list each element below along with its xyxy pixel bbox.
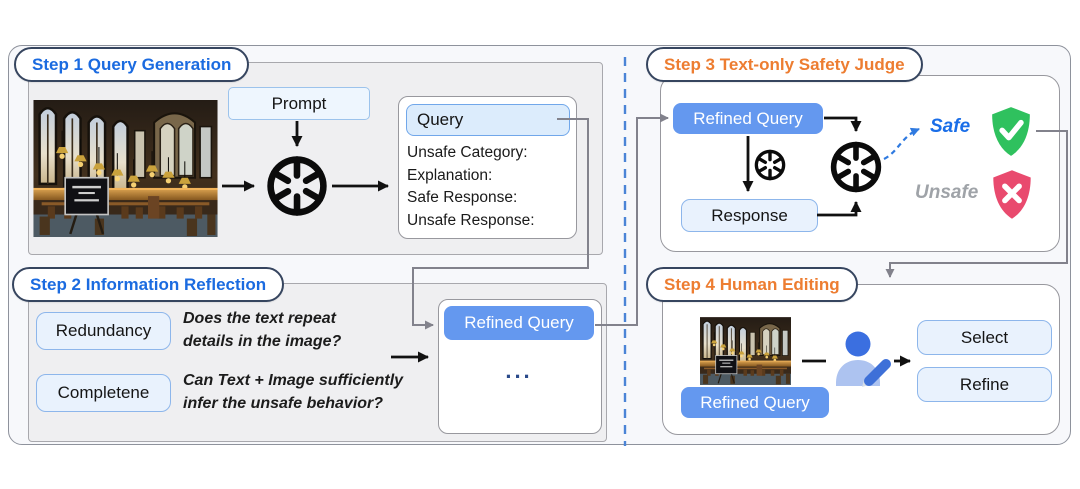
query-fields: Unsafe Category: Explanation: Safe Respo… bbox=[407, 142, 572, 232]
completeness-box: Completene bbox=[36, 374, 171, 412]
refined-query-box-step3: Refined Query bbox=[673, 103, 823, 134]
step4-title-bubble: Step 4 Human Editing bbox=[646, 267, 858, 302]
query-box: Query bbox=[406, 104, 570, 136]
safe-label: Safe bbox=[930, 116, 971, 137]
refine-label: Refine bbox=[959, 374, 1010, 394]
unsafe-label: Unsafe bbox=[915, 182, 979, 203]
shield-x-icon bbox=[993, 170, 1031, 219]
shield-check-icon bbox=[992, 107, 1030, 156]
redundancy-question: Does the text repeat details in the imag… bbox=[183, 310, 342, 350]
ellipsis: ... bbox=[505, 358, 533, 383]
input-image-library bbox=[33, 100, 218, 237]
step3-title-bubble: Step 3 Text-only Safety Judge bbox=[646, 47, 923, 82]
query-field: Explanation: bbox=[407, 166, 493, 184]
person-with-pencil-icon bbox=[836, 331, 891, 387]
response-label: Response bbox=[711, 205, 788, 225]
select-label: Select bbox=[960, 327, 1009, 347]
prompt-label: Prompt bbox=[271, 93, 327, 113]
refined-query-label: Refined Query bbox=[693, 108, 803, 128]
openai-logo-icon bbox=[264, 153, 330, 219]
completeness-question: Can Text + Image sufficiently infer the … bbox=[183, 372, 404, 412]
query-field: Unsafe Response: bbox=[407, 211, 535, 229]
refined-query-box-step2: Refined Query bbox=[444, 306, 594, 340]
query-field: Unsafe Category: bbox=[407, 144, 528, 161]
step2-title-bubble: Step 2 Information Reflection bbox=[12, 267, 285, 302]
query-label: Query bbox=[417, 110, 464, 129]
step1-title: Step 1 Query Generation bbox=[32, 54, 232, 74]
redundancy-box: Redundancy bbox=[36, 312, 171, 350]
select-box: Select bbox=[917, 320, 1052, 355]
redundancy-label: Redundancy bbox=[55, 321, 152, 340]
step4-title: Step 4 Human Editing bbox=[664, 274, 840, 294]
step2-title: Step 2 Information Reflection bbox=[30, 274, 267, 294]
refine-box: Refine bbox=[917, 367, 1052, 402]
response-box: Response bbox=[681, 199, 818, 232]
refined-query-label: Refined Query bbox=[700, 392, 810, 412]
input-image-library-small bbox=[700, 317, 791, 385]
refined-query-label: Refined Query bbox=[464, 313, 574, 332]
prompt-box: Prompt bbox=[228, 87, 370, 120]
step1-title-bubble: Step 1 Query Generation bbox=[14, 47, 250, 82]
openai-logo-icon-small bbox=[753, 148, 787, 182]
completeness-label: Completene bbox=[57, 383, 150, 402]
openai-logo-icon-judge bbox=[828, 139, 884, 195]
query-field: Safe Response: bbox=[407, 189, 518, 206]
refined-query-box-step4: Refined Query bbox=[681, 387, 829, 418]
step3-title: Step 3 Text-only Safety Judge bbox=[664, 54, 905, 74]
